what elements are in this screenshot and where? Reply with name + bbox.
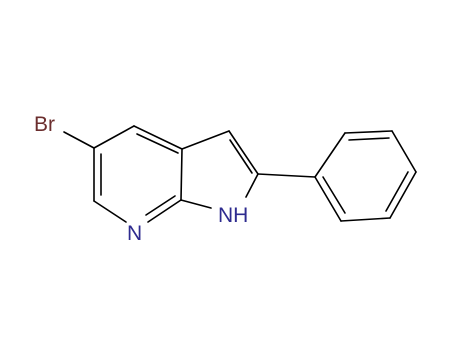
pyridine-nitrogen-label: N — [127, 222, 142, 245]
bond-n1-c7a — [180, 199, 212, 209]
bond-c5-c4 — [93, 125, 135, 149]
bond-c3-c2-inner — [229, 139, 253, 174]
bond-ph3-ph4 — [391, 130, 417, 173]
pyrrole-nitrogen-label: NH — [218, 204, 248, 227]
bond-c2-n1 — [245, 173, 259, 198]
bond-c7a-n7 — [147, 199, 182, 223]
bond-c7a-n7-inner — [145, 195, 176, 216]
bond-ph6-ph1 — [314, 176, 342, 222]
bond-ph1-ph2 — [314, 132, 346, 178]
bond-c3-c2 — [228, 130, 259, 175]
bond-n7-c6 — [93, 200, 127, 223]
bond-c2-phenyl — [257, 173, 316, 178]
bond-c5-br — [63, 131, 95, 149]
bond-ph6-ph1-inner — [322, 176, 346, 214]
bond-c4-c3a — [133, 125, 183, 150]
bond-ph5-ph6 — [340, 217, 391, 222]
bond-ph2-ph3-inner — [348, 137, 390, 141]
bromine-label: Br — [34, 113, 55, 136]
bond-ph2-ph3 — [344, 130, 393, 134]
bond-c3a-c3 — [181, 130, 230, 150]
bond-ph4-ph5 — [389, 171, 417, 219]
bond-c3a-c7a — [180, 148, 183, 201]
bond-c4-c3a-inner — [136, 133, 179, 154]
bond-ph4-ph5-inner — [385, 171, 409, 212]
